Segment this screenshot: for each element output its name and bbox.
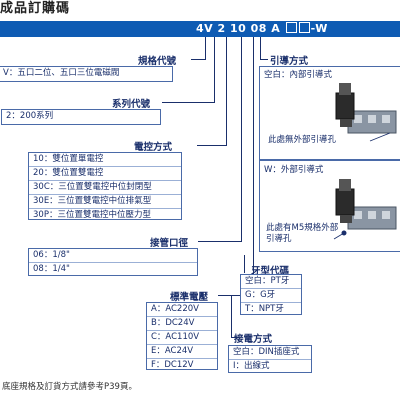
thread-label: 牙型代碼: [251, 266, 290, 277]
thread-item: G：G牙: [241, 289, 301, 303]
pilot-external-box: W：外部引導式 此處有M5規格外部引導孔: [259, 160, 400, 252]
connection-item: I：出線式: [233, 361, 270, 371]
voltage-label: 標準電壓: [170, 292, 209, 303]
pilot-internal-note: 此處無外部引導孔: [268, 135, 337, 145]
pilot-external-text: W：外部引導式: [264, 165, 324, 175]
order-code: 4V 2 10 08 A -W: [196, 22, 328, 35]
port-box: 06：1/8" 08：1/4": [28, 248, 198, 276]
order-code-text: 4V 2 10 08 A: [196, 22, 281, 35]
thread-item: T：NPT牙: [245, 304, 284, 314]
connector-series: [214, 37, 215, 102]
series-box: 2：200系列: [1, 109, 161, 125]
connector-pilot: [260, 37, 261, 59]
spec-item: V：五口二位、五口三位電磁閥: [3, 68, 120, 78]
connection-box: 空白：DIN插座式 I：出線式: [228, 345, 312, 373]
port-item: 06：1/8": [29, 249, 197, 263]
placeholder-box-1: [285, 22, 297, 33]
connector-series-h: [162, 102, 215, 103]
connector-thread: [244, 255, 245, 273]
order-code-bar: [0, 21, 400, 37]
pilot-external-note: 此處有M5規格外部引導孔: [266, 223, 339, 244]
connector-port: [241, 37, 242, 241]
pilot-internal-text: 空白：內部引導式: [264, 70, 333, 80]
voltage-item: A：AC220V: [147, 303, 217, 317]
thread-item: 空白：PT牙: [241, 275, 301, 289]
connection-item: 空白：DIN插座式: [229, 346, 311, 360]
port-label: 接管口徑: [150, 238, 189, 249]
voltage-item: B：DC24V: [147, 317, 217, 331]
control-box: 10：雙位置單電控 20：雙位置雙電控 30C：三位置雙電控中位封閉型 30E：…: [28, 152, 182, 220]
control-item: 20：雙位置雙電控: [29, 167, 181, 181]
valve-external-image: [333, 179, 397, 240]
voltage-item: E：AC24V: [147, 345, 217, 359]
pilot-internal-box: 空白：內部引導式 此處無外部引導孔: [259, 66, 400, 160]
control-label: 電控方式: [134, 142, 173, 153]
valve-internal-image: [335, 83, 397, 142]
connection-label: 接電方式: [234, 334, 273, 345]
voltage-box: A：AC220V B：DC24V C：AC110V E：AC24V F：DC12…: [146, 302, 218, 370]
control-item: 30E：三位置雙電控中位排氣型: [29, 195, 181, 209]
control-item: 30C：三位置雙電控中位封閉型: [29, 181, 181, 195]
connector-control: [226, 37, 227, 145]
connector-port-h: [198, 241, 242, 242]
connector-connection-h: [231, 337, 239, 338]
connector-spec-h: [191, 59, 206, 60]
order-code-suffix: -W: [310, 22, 328, 35]
voltage-item: F：DC12V: [151, 360, 194, 370]
spec-box: V：五口二位、五口三位電磁閥: [0, 66, 173, 82]
connector-connection: [231, 295, 232, 337]
placeholder-box-2: [298, 22, 310, 33]
control-item: 10：雙位置單電控: [29, 153, 181, 167]
connector-spec: [205, 37, 206, 59]
series-label: 系列代號: [112, 99, 151, 110]
footnote: 底座規格及訂貨方式請參考P39頁。: [2, 382, 137, 392]
spec-label: 規格代號: [138, 56, 177, 67]
control-item: 30P：三位置雙電控中位壓力型: [33, 210, 151, 220]
port-item: 08：1/4": [33, 264, 70, 274]
connector-control-h: [197, 145, 227, 146]
voltage-item: C：AC110V: [147, 331, 217, 345]
pilot-label: 引導方式: [270, 56, 309, 67]
connector-pilot-h: [260, 59, 268, 60]
series-item: 2：200系列: [6, 111, 54, 121]
section-title: 成品訂購碼: [0, 1, 71, 16]
thread-box: 空白：PT牙 G：G牙 T：NPT牙: [240, 274, 302, 315]
connector-voltage: [253, 37, 254, 295]
connector-voltage-h: [218, 295, 254, 296]
